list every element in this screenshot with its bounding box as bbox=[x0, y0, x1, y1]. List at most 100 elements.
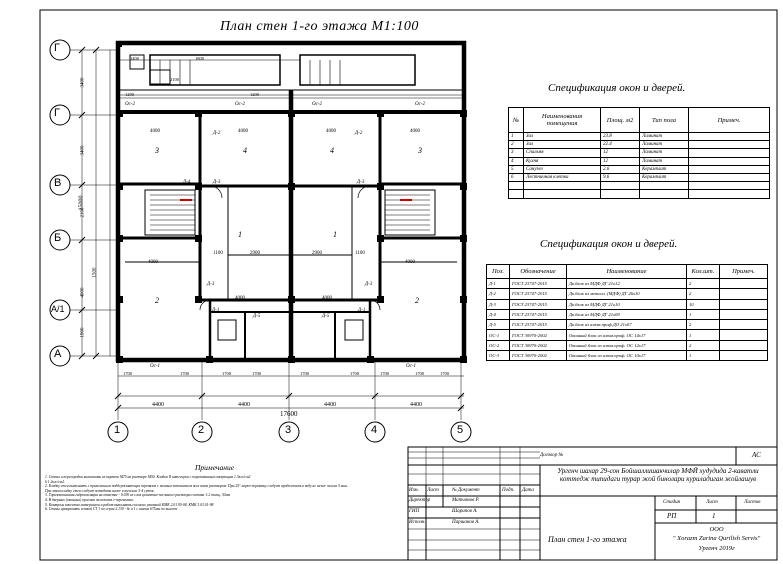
table-cell: Дв.блок из алюм.проф.ДО 21х07 bbox=[566, 319, 687, 331]
table-cell: 10 bbox=[686, 298, 720, 310]
room-dimension: 1700 bbox=[415, 371, 424, 376]
column-header: Наименование bbox=[566, 264, 687, 279]
table-cell bbox=[688, 172, 770, 183]
table-cell bbox=[719, 298, 768, 310]
table-cell: Ламинат bbox=[639, 148, 689, 158]
contract-label: Договор № bbox=[540, 453, 564, 458]
row-dimension: 2100 bbox=[80, 207, 86, 218]
table-cell bbox=[523, 181, 601, 191]
table-cell: Ламинат bbox=[639, 156, 689, 166]
table-cell: Лестничная клетка bbox=[523, 172, 601, 183]
table-cell: 1 bbox=[686, 329, 720, 341]
sheet-label: Лист bbox=[706, 500, 718, 505]
room-dimension: 1700 bbox=[350, 371, 359, 376]
room-dimension: 1700 bbox=[380, 371, 389, 376]
table-row bbox=[508, 189, 770, 199]
table-cell: Д-1 bbox=[486, 277, 510, 290]
room-dimension: 1200 bbox=[125, 92, 134, 97]
table-cell: Зал bbox=[523, 140, 601, 150]
table-cell: Оконный блок из алюм.проф. ОС 10х17 bbox=[566, 350, 687, 362]
room-dimension: 4000 bbox=[322, 296, 332, 301]
room-dimension: 1700 bbox=[440, 371, 449, 376]
stage-label: Стадия bbox=[663, 500, 680, 505]
room-number: 3 bbox=[155, 146, 159, 155]
tb-header: Лист bbox=[427, 488, 439, 493]
window-label: Ос-2 bbox=[125, 102, 135, 107]
table-cell: 5 bbox=[508, 164, 524, 174]
table-cell: ГОСТ 30970-2002 bbox=[509, 329, 567, 341]
sheet-value: 1 bbox=[712, 512, 716, 520]
table-cell: 3 bbox=[508, 148, 524, 158]
tb-header: Дата bbox=[522, 488, 534, 493]
note-item: 6 1.2кгс/см2. bbox=[45, 479, 65, 484]
table-cell bbox=[719, 329, 768, 341]
table-cell: ГОСТ 23747-2015 bbox=[509, 319, 567, 331]
table-cell bbox=[600, 189, 640, 199]
row-dimension: 3400 bbox=[80, 77, 86, 88]
column-dimension: 4400 bbox=[324, 402, 336, 408]
table-cell: Керамплит bbox=[639, 164, 689, 174]
table-cell: 9.6 bbox=[600, 172, 640, 183]
sheet-name: План стен 1-го этажа bbox=[548, 535, 627, 544]
total-width-dimension: 17600 bbox=[280, 410, 298, 418]
column-header: Площ. м2 bbox=[600, 107, 640, 133]
room-dimension: 1700 bbox=[123, 371, 132, 376]
table-cell bbox=[688, 181, 770, 191]
table-cell: 1 bbox=[686, 308, 720, 321]
axis-col-label: 2 bbox=[198, 424, 205, 436]
column-header: Тип пола bbox=[639, 107, 689, 133]
door-label: Д-4 bbox=[183, 180, 191, 185]
table-cell: 1 bbox=[686, 350, 720, 362]
table-cell bbox=[688, 148, 770, 158]
column-header: № bbox=[508, 107, 524, 133]
room-number: 2 bbox=[155, 296, 159, 305]
table-cell: Зал bbox=[523, 131, 601, 142]
axis-col-label: 5 bbox=[457, 424, 464, 436]
table-cell: 2.6 bbox=[600, 164, 640, 174]
person-name: Шарипов А. bbox=[452, 509, 478, 514]
room-dimension: 1700 bbox=[300, 371, 309, 376]
table-cell bbox=[639, 189, 689, 199]
table-cell: Оконный блок из алюм.проф. ОС 14х17 bbox=[566, 329, 687, 341]
tb-header: Изм. bbox=[409, 488, 419, 493]
note-item: 1. Стены и перегородки выполнить из кирп… bbox=[45, 475, 251, 479]
row-dimension: 3400 bbox=[80, 145, 86, 156]
room-dimension: 1800 bbox=[195, 56, 204, 61]
table-cell: Дв.блок из МДФ ДГ 21х12 bbox=[566, 277, 687, 290]
axis-row-label: Г bbox=[54, 42, 60, 54]
door-spec-title: Спецификация окон и дверей. bbox=[540, 238, 678, 250]
person-role: Директор bbox=[409, 498, 431, 503]
note-item: 2. Кладку стен выполнить с применением п… bbox=[45, 484, 348, 489]
column-dimension: 4400 bbox=[410, 402, 422, 408]
axis-col-label: 4 bbox=[371, 424, 378, 436]
table-cell: 4 bbox=[508, 156, 524, 166]
axis-col-label: 3 bbox=[285, 424, 292, 436]
stage-value: РП bbox=[667, 512, 677, 520]
room-dimension: 4000 bbox=[235, 296, 245, 301]
window-label: Ос-2 bbox=[235, 102, 245, 107]
table-cell: Дв.блок из МДФ ДГ 21х09 bbox=[566, 308, 687, 321]
axis-row-label: Б bbox=[54, 232, 62, 244]
tb-header: № Документ bbox=[452, 488, 480, 493]
note-item: При этом кладку стен следует возводить н… bbox=[45, 488, 155, 493]
table-cell: Д-2 bbox=[486, 288, 510, 300]
room-dimension: 1200 bbox=[250, 92, 259, 97]
table-cell bbox=[688, 189, 770, 199]
table-cell: Керамплит bbox=[639, 172, 689, 183]
axis-row-label: А/1 bbox=[51, 304, 65, 314]
table-cell bbox=[508, 189, 524, 199]
axis-row-label: А bbox=[54, 348, 62, 360]
room-dimension: 2900 bbox=[250, 251, 260, 256]
room-dimension: 4000 bbox=[148, 260, 158, 265]
door-label: Д-3 bbox=[207, 282, 215, 287]
table-cell: 22.4 bbox=[600, 140, 640, 150]
room-dimension: 1700 bbox=[222, 371, 231, 376]
